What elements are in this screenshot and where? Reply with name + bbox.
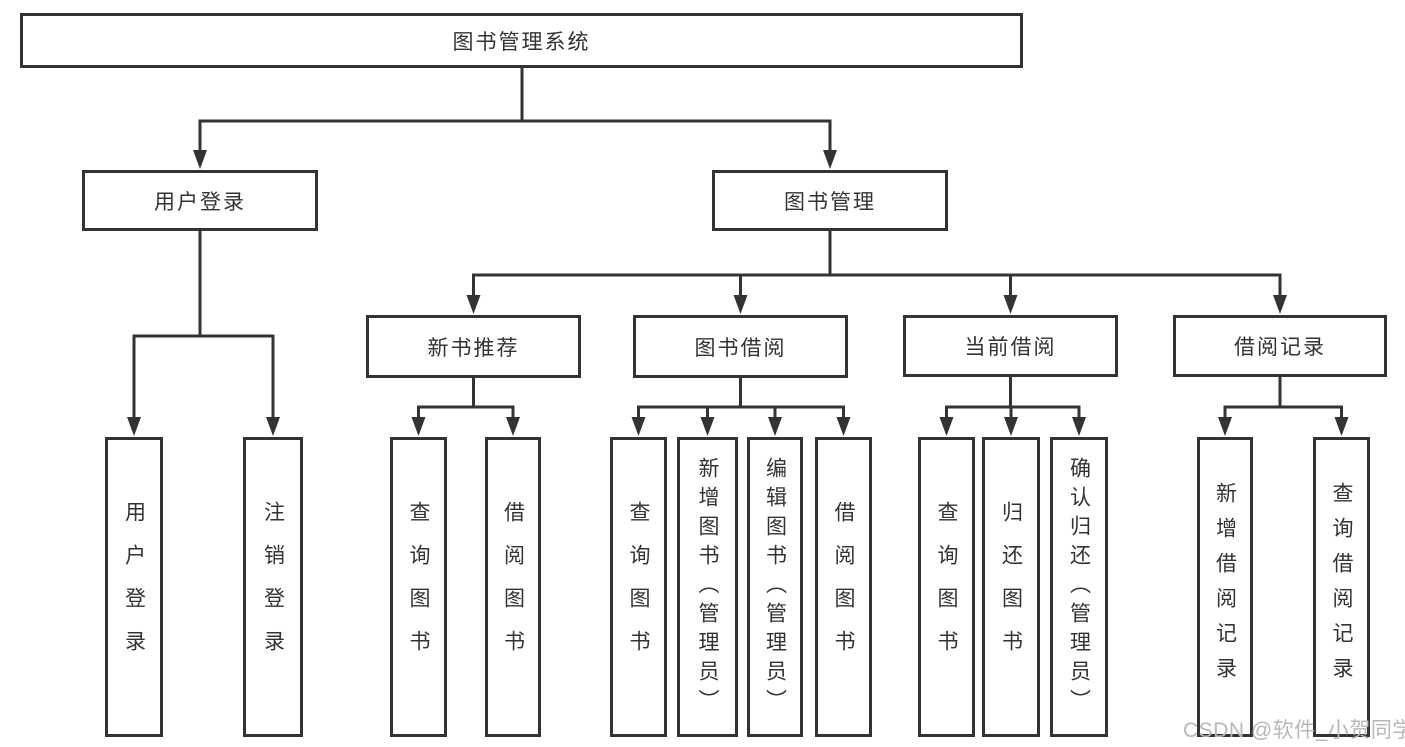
arrowhead — [1273, 295, 1287, 314]
arrowhead — [836, 417, 851, 436]
leaf-query-books: 查询图书 — [918, 437, 975, 737]
leaf-logout: 注销登录 — [243, 437, 303, 737]
arrowhead — [1004, 417, 1018, 436]
leaf-label: 借阅图书 — [501, 501, 525, 673]
arrowhead — [411, 417, 426, 436]
connector-user-login-to-leaves — [132, 228, 275, 421]
leaf-label: 借阅图书 — [832, 501, 855, 673]
connector-book-mgmt-to-level3 — [472, 228, 1282, 300]
leaf-confirm-return-admin: 确认归还（管理员） — [1050, 437, 1108, 737]
leaf-query-borrow-record: 查询借阅记录 — [1313, 437, 1370, 737]
arrowhead — [1003, 295, 1018, 314]
leaf-label: 新增图书（管理员） — [696, 456, 719, 718]
leaf-return-books: 归还图书 — [982, 437, 1040, 737]
arrowhead — [1334, 417, 1349, 436]
leaf-label: 新增借阅记录 — [1213, 482, 1237, 692]
connector-borrow-to-leaves — [637, 375, 845, 422]
node-book-borrowing: 图书借阅 — [633, 315, 848, 378]
leaf-label: 查询图书 — [627, 501, 650, 673]
leaf-borrow-books: 借阅图书 — [485, 437, 541, 737]
node-borrowing-records: 借阅记录 — [1173, 315, 1387, 377]
arrowhead — [1218, 417, 1232, 436]
leaf-borrow-books: 借阅图书 — [815, 437, 872, 737]
leaf-label: 查询借阅记录 — [1330, 482, 1353, 692]
connector-root-to-level2 — [198, 65, 832, 154]
arrowhead — [266, 417, 280, 436]
arrowhead — [506, 417, 520, 436]
node-current-borrowing: 当前借阅 — [903, 315, 1118, 377]
node-new-book-recommendation: 新书推荐 — [366, 315, 581, 378]
arrowhead — [466, 295, 481, 314]
arrowheads — [127, 150, 1349, 436]
node-user-login: 用户登录 — [82, 170, 318, 231]
connector-current-to-leaves — [945, 374, 1081, 422]
leaf-query-books: 查询图书 — [610, 437, 667, 737]
node-book-management: 图书管理 — [712, 170, 948, 231]
arrowhead — [1072, 417, 1086, 436]
arrowhead — [193, 150, 207, 169]
leaf-user-login: 用户登录 — [105, 437, 163, 737]
leaf-query-books: 查询图书 — [390, 437, 447, 737]
leaf-label: 归还图书 — [999, 501, 1023, 673]
arrowhead — [631, 417, 646, 436]
arrowhead — [823, 150, 837, 169]
arrowhead — [733, 295, 748, 314]
leaf-add-books-admin: 新增图书（管理员） — [677, 437, 738, 737]
leaf-label: 查询图书 — [407, 501, 430, 673]
arrowhead — [939, 417, 954, 436]
leaf-label: 用户登录 — [122, 501, 146, 673]
connector-new-rec-to-leaves — [417, 375, 515, 422]
leaf-label: 确认归还（管理员） — [1067, 456, 1091, 718]
connector-record-to-leaves — [1223, 374, 1343, 422]
arrowhead — [127, 417, 141, 436]
node-library-system: 图书管理系统 — [20, 13, 1023, 68]
leaf-label: 查询图书 — [935, 501, 958, 673]
leaf-add-borrow-record: 新增借阅记录 — [1197, 437, 1253, 737]
leaf-label: 编辑图书（管理员） — [763, 456, 787, 718]
leaf-edit-books-admin: 编辑图书（管理员） — [747, 437, 803, 737]
leaf-label: 注销登录 — [261, 501, 285, 673]
csdn-watermark: CSDN @软件_小贺同学 — [1183, 719, 1405, 742]
arrowhead — [700, 417, 715, 436]
arrowhead — [768, 417, 782, 436]
